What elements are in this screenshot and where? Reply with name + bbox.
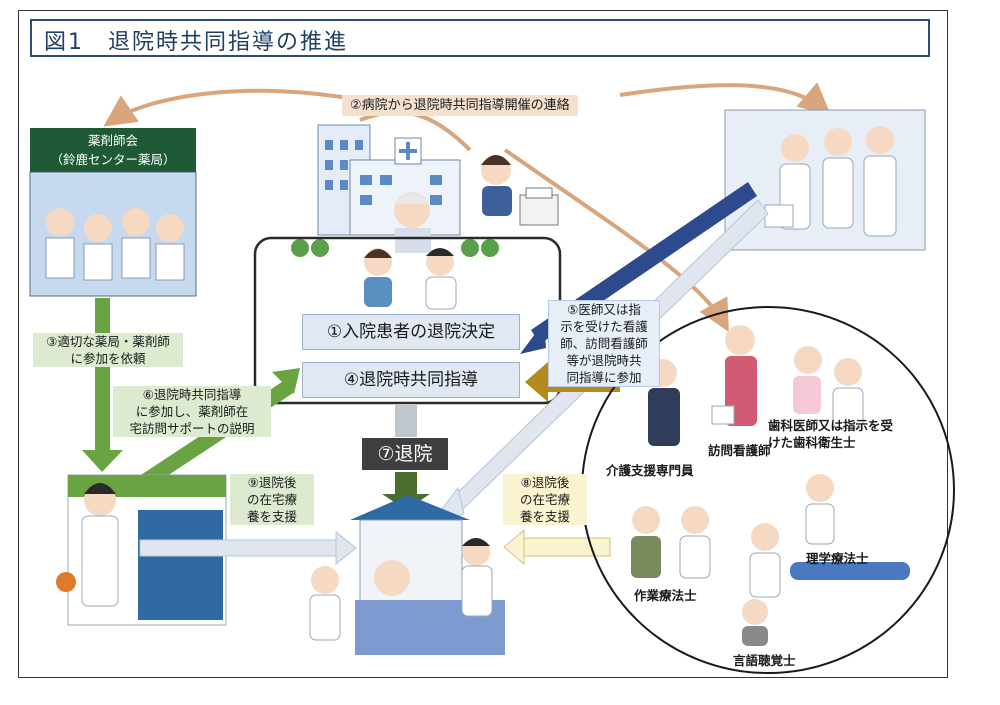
step3-line2: に参加を依頼 [70,351,146,366]
gray-arrow-body [395,405,417,437]
step2-label: ②病院から退院時共同指導開催の連絡 [342,95,578,116]
pharmacist-association-illustration [29,171,197,297]
role-speech-therapist: 言語聴覚士 [733,653,796,668]
discharge-arrow-body [395,472,417,494]
hospital-illustration [291,124,499,257]
team-home-arrow-head [503,528,525,566]
care-team-illustration [631,325,910,646]
step5-line4: 等が退院時共 [566,353,642,368]
step6-label: ⑥退院時共同指導 に参加し、薬剤師在 宅訪問サポートの説明 [113,386,271,437]
step5-line5: 同指導に参加 [566,370,642,385]
step7-discharge: ⑦退院 [362,438,448,470]
step9-label: ⑨退院後 の在宅療 養を支援 [230,474,314,525]
step5-label: ⑤医師又は指 示を受けた看護 師、訪問看護師 等が退院時共 同指導に参加 [548,300,660,387]
step1-box: ①入院患者の退院決定 [302,314,520,350]
team-home-arrow-body [521,537,611,557]
clinic-staff-illustration [724,109,926,251]
step9-line3: 養を支援 [246,509,297,524]
step6-line1: ⑥退院時共同指導 [142,387,242,402]
step5-line2: 示を受けた看護 [560,319,648,334]
tan-curved-arrows [103,82,832,332]
step4-box: ④退院時共同指導 [302,362,520,398]
role-dentist: 歯科医師又は指示を受 けた歯科衛生士 [768,417,893,451]
pharmacy-home-arrow-head [335,530,357,566]
step8-label: ⑧退院後 の在宅療 養を支援 [503,474,587,525]
receptionist-illustration [481,155,559,226]
step6-line2: に参加し、薬剤師在 [135,404,249,419]
step3-line1: ③適切な薬局・薬剤師 [46,334,170,349]
home-illustration [309,495,505,655]
step6-line3: 宅訪問サポートの説明 [129,421,255,436]
step8-line1: ⑧退院後 [520,475,570,490]
role-occupational-therapist: 作業療法士 [634,588,697,603]
pharmacy-name: 薬剤師会 [87,133,138,148]
green-arrow-down-body [95,298,110,453]
step8-line2: の在宅療 [519,492,570,507]
step9-line2: の在宅療 [246,492,297,507]
title-box: 図1 退院時共同指導の推進 [30,19,930,57]
pharmacy-sub: （鈴鹿センター薬局） [50,152,176,167]
role-visiting-nurse: 訪問看護師 [708,443,771,458]
green-arrow-diag-head [272,368,300,394]
step9-line1: ⑨退院後 [247,475,297,490]
role-dentist-line2: けた歯科衛生士 [768,435,856,450]
step5-line3: 師、訪問看護師 [560,336,648,351]
pharmacy-home-arrow-body [139,539,339,557]
step5-line1: ⑤医師又は指 [567,302,641,317]
page-title: 図1 退院時共同指導の推進 [44,30,348,55]
step3-label: ③適切な薬局・薬剤師 に参加を依頼 [33,333,183,367]
role-physical-therapist: 理学療法士 [806,551,869,566]
conference-staff [364,248,457,310]
green-arrow-down-head [82,450,123,472]
step8-line3: 養を支援 [519,509,570,524]
role-care-manager: 介護支援専門員 [606,463,694,478]
navy-arrow-head [520,322,546,354]
role-dentist-line1: 歯科医師又は指示を受 [768,418,894,433]
pharmacist-association-label: 薬剤師会 （鈴鹿センター薬局） [30,128,196,172]
